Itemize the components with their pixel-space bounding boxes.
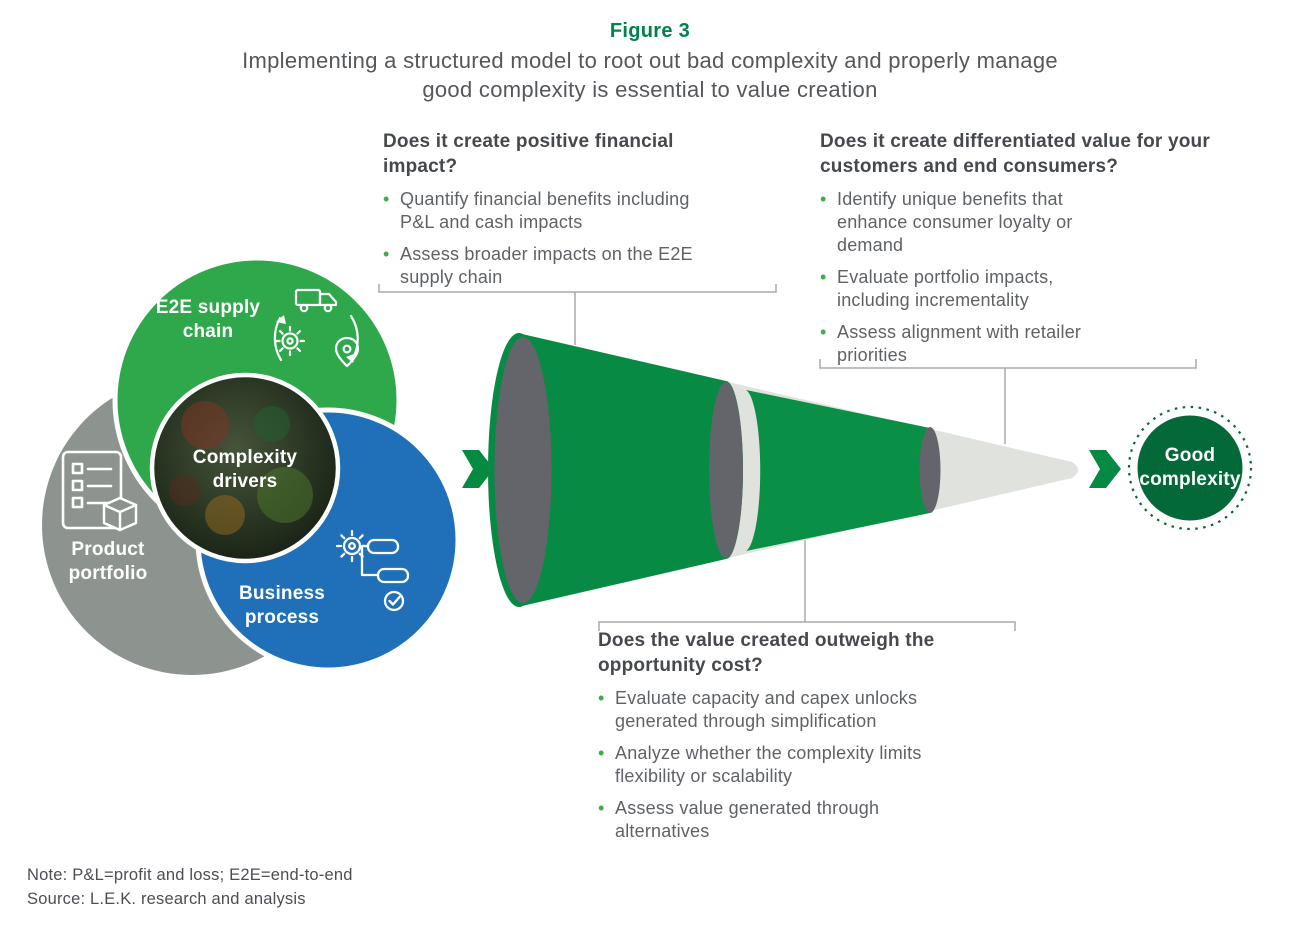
bullet-item: Quantify financial benefits including P&… — [383, 188, 728, 234]
bracket-financial — [378, 284, 777, 293]
label-e2e-supply-chain: E2E supply chain — [155, 297, 261, 342]
bullet-item: Evaluate portfolio impacts, including in… — [820, 266, 1110, 312]
callout-opportunity-cost: Does the value created outweigh the oppo… — [598, 628, 1038, 852]
bullet-item: Assess broader impacts on the E2E supply… — [383, 243, 728, 289]
figure-title-line1: Implementing a structured model to root … — [242, 48, 1058, 73]
package-box-icon — [102, 496, 138, 532]
funnel-mouth — [494, 337, 552, 603]
bullet-item: Analyze whether the complexity limits fl… — [598, 742, 968, 788]
gear-icon — [274, 325, 306, 357]
label-complexity-drivers: Complexity drivers — [192, 447, 298, 492]
good-complexity-badge — [1127, 405, 1253, 531]
callout-heading: Does it create differentiated value for … — [820, 131, 1210, 177]
label-business-process: Business process — [238, 583, 326, 628]
workflow-icon — [360, 538, 410, 584]
check-circle-icon — [383, 590, 405, 612]
bullet-item: Identify unique benefits that enhance co… — [820, 188, 1110, 257]
arrow-right-icon — [462, 450, 494, 488]
location-pin-icon — [334, 336, 360, 368]
note-line: Note: P&L=profit and loss; E2E=end-to-en… — [27, 866, 353, 884]
cycle-arrows-icon — [273, 314, 359, 363]
bullet-item: Assess alignment with retailer prioritie… — [820, 321, 1110, 367]
funnel-filter-3 — [919, 427, 941, 513]
figure-number: Figure 3 — [609, 20, 691, 42]
complexity-rosette — [42, 255, 461, 675]
funnel — [488, 333, 1078, 607]
label-good-complexity: Good complexity — [1139, 445, 1241, 490]
source-line: Source: L.E.K. research and analysis — [27, 890, 306, 908]
funnel-stage2-green — [746, 390, 930, 551]
callout-bullets: Quantify financial benefits including P&… — [383, 188, 728, 289]
funnel-stage1-green — [492, 334, 743, 606]
figure-title-line2: good complexity is essential to value cr… — [422, 77, 878, 102]
funnel-filter-2 — [709, 382, 743, 558]
callout-heading: Does the value created outweigh the oppo… — [598, 630, 935, 676]
callout-bullets: Evaluate capacity and capex unlocks gene… — [598, 687, 968, 843]
complexity-drivers-photo — [149, 372, 341, 564]
callout-financial-impact: Does it create positive financial impact… — [383, 129, 783, 298]
bullet-item: Evaluate capacity and capex unlocks gene… — [598, 687, 968, 733]
truck-icon — [294, 288, 338, 313]
callout-heading: Does it create positive financial impact… — [383, 131, 674, 177]
bullet-item: Assess value generated through alternati… — [598, 797, 968, 843]
arrow-right-icon — [1089, 450, 1121, 488]
callout-differentiated-value: Does it create differentiated value for … — [820, 129, 1230, 376]
bracket-opportunity — [598, 621, 1016, 631]
callout-bullets: Identify unique benefits that enhance co… — [820, 188, 1110, 367]
label-product-portfolio: Product portfolio — [68, 539, 148, 584]
